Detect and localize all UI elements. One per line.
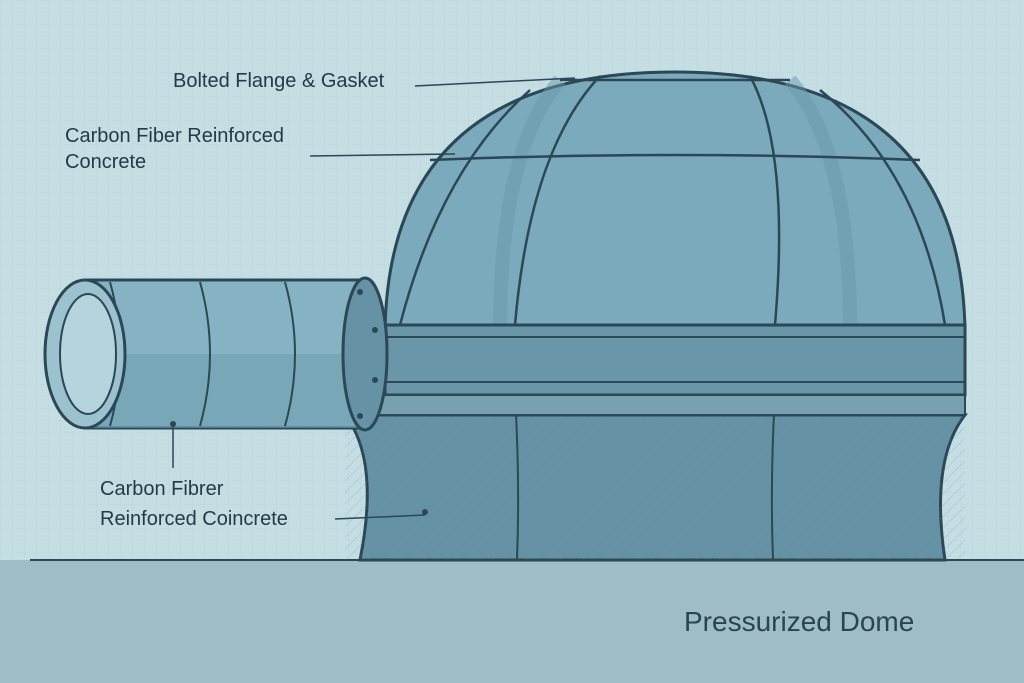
tube-flange <box>341 276 389 432</box>
dome-ring <box>383 323 967 397</box>
label-lower-material-1: Carbon Fibrer <box>100 478 224 500</box>
ground <box>0 560 1024 683</box>
label-upper-material: Carbon Fiber Reinforced Concrete <box>65 125 284 173</box>
diagram-title: Pressurized Dome <box>684 606 915 637</box>
label-lower-material-2: Reinforced Coincrete <box>100 508 288 530</box>
label-bolted-flange: Bolted Flange & Gasket <box>173 70 385 92</box>
